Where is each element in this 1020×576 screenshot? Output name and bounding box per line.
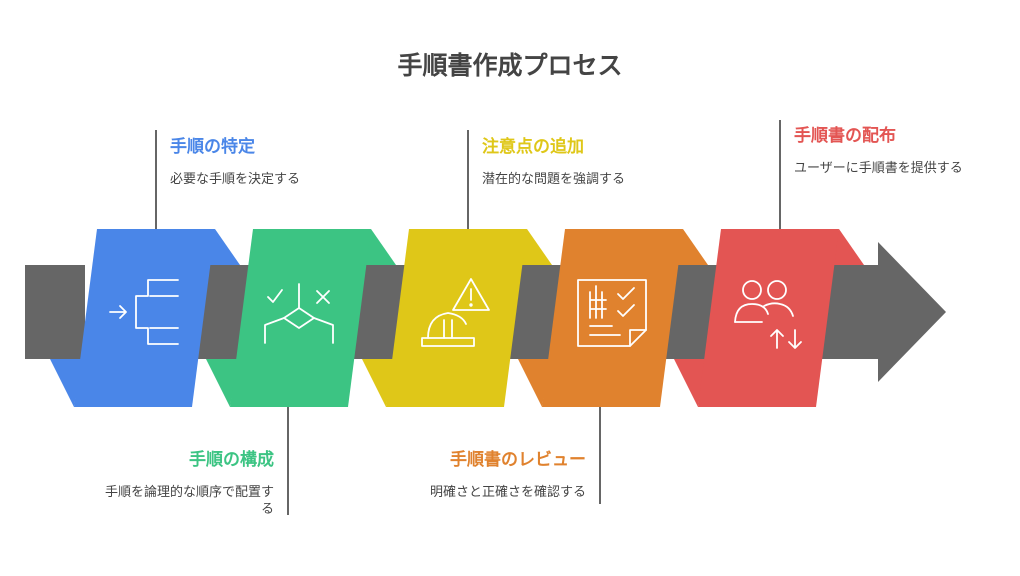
panel-face xyxy=(386,229,527,407)
step-description: 手順を論理的な順序で配置する xyxy=(104,485,274,517)
step-heading: 手順の特定 xyxy=(170,137,255,157)
panel-face xyxy=(74,229,215,407)
panel-fold-bottom xyxy=(362,359,394,407)
panel-fold-bottom xyxy=(674,359,706,407)
panel-face xyxy=(542,229,683,407)
hardhat-warning-icon xyxy=(421,278,490,347)
step-label-1: 手順の特定 必要な手順を決定する xyxy=(170,132,370,188)
step-description: 明確さと正確さを確認する xyxy=(429,485,586,500)
step-panel-3 xyxy=(362,229,552,407)
panel-face xyxy=(698,229,839,407)
enter-bracket-icon xyxy=(109,279,179,345)
step-panel-1 xyxy=(50,229,240,407)
step-label-5: 手順書の配布 ユーザーに手順書を提供する xyxy=(794,121,979,177)
step-panel-5 xyxy=(674,229,864,407)
users-exchange-icon xyxy=(734,280,802,349)
step-panel-2 xyxy=(206,229,396,407)
step-heading: 手順書の配布 xyxy=(794,126,896,146)
step-label-3: 注意点の追加 潜在的な問題を強調する xyxy=(482,132,702,188)
step-heading: 手順書のレビュー xyxy=(450,450,586,470)
page-title: 手順書作成プロセス xyxy=(397,51,623,80)
arrow-shaft-segment xyxy=(25,265,85,359)
panel-fold-bottom xyxy=(50,359,82,407)
step-description: 潜在的な問題を強調する xyxy=(482,172,626,187)
step-label-2: 手順の構成 手順を論理的な順序で配置する xyxy=(74,445,274,518)
step-heading: 注意点の追加 xyxy=(482,137,584,157)
step-panel-4 xyxy=(518,229,708,407)
arrow-head xyxy=(812,242,946,382)
step-description: ユーザーに手順書を提供する xyxy=(794,161,963,176)
step-heading: 手順の構成 xyxy=(189,450,274,470)
step-label-4: 手順書のレビュー 明確さと正確さを確認する xyxy=(346,445,586,501)
panel-face xyxy=(230,229,371,407)
panel-fold-bottom xyxy=(518,359,550,407)
step-description: 必要な手順を決定する xyxy=(170,172,301,187)
panel-fold-bottom xyxy=(206,359,238,407)
checklist-document-icon xyxy=(577,279,647,347)
decision-branch-icon xyxy=(264,283,334,344)
